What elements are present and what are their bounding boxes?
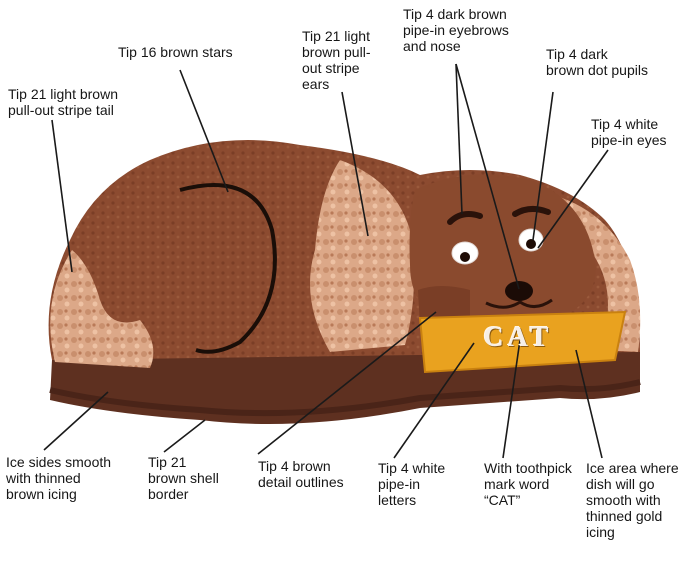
label-toothpick: With toothpick mark word “CAT”	[484, 460, 572, 508]
label-ears: Tip 21 light brown pull- out stripe ears	[302, 28, 370, 92]
label-eyes: Tip 4 white pipe-in eyes	[591, 116, 667, 148]
cake-word: CAT	[458, 322, 578, 354]
label-eyebrows-nose: Tip 4 dark brown pipe-in eyebrows and no…	[403, 6, 509, 54]
leader-shell	[164, 420, 205, 452]
pupil-left	[460, 252, 470, 262]
label-letters: Tip 4 white pipe-in letters	[378, 460, 445, 508]
label-stars: Tip 16 brown stars	[118, 44, 233, 60]
pupil-right	[526, 239, 536, 249]
label-shell-border: Tip 21 brown shell border	[148, 454, 219, 502]
nose	[505, 281, 533, 301]
label-pupils: Tip 4 dark brown dot pupils	[546, 46, 648, 78]
label-tail: Tip 21 light brown pull-out stripe tail	[8, 86, 118, 118]
label-sides: Ice sides smooth with thinned brown icin…	[6, 454, 111, 502]
label-dish-area: Ice area where dish will go smooth with …	[586, 460, 679, 540]
leader-tail	[52, 120, 72, 272]
label-detail-outlines: Tip 4 brown detail outlines	[258, 458, 344, 490]
